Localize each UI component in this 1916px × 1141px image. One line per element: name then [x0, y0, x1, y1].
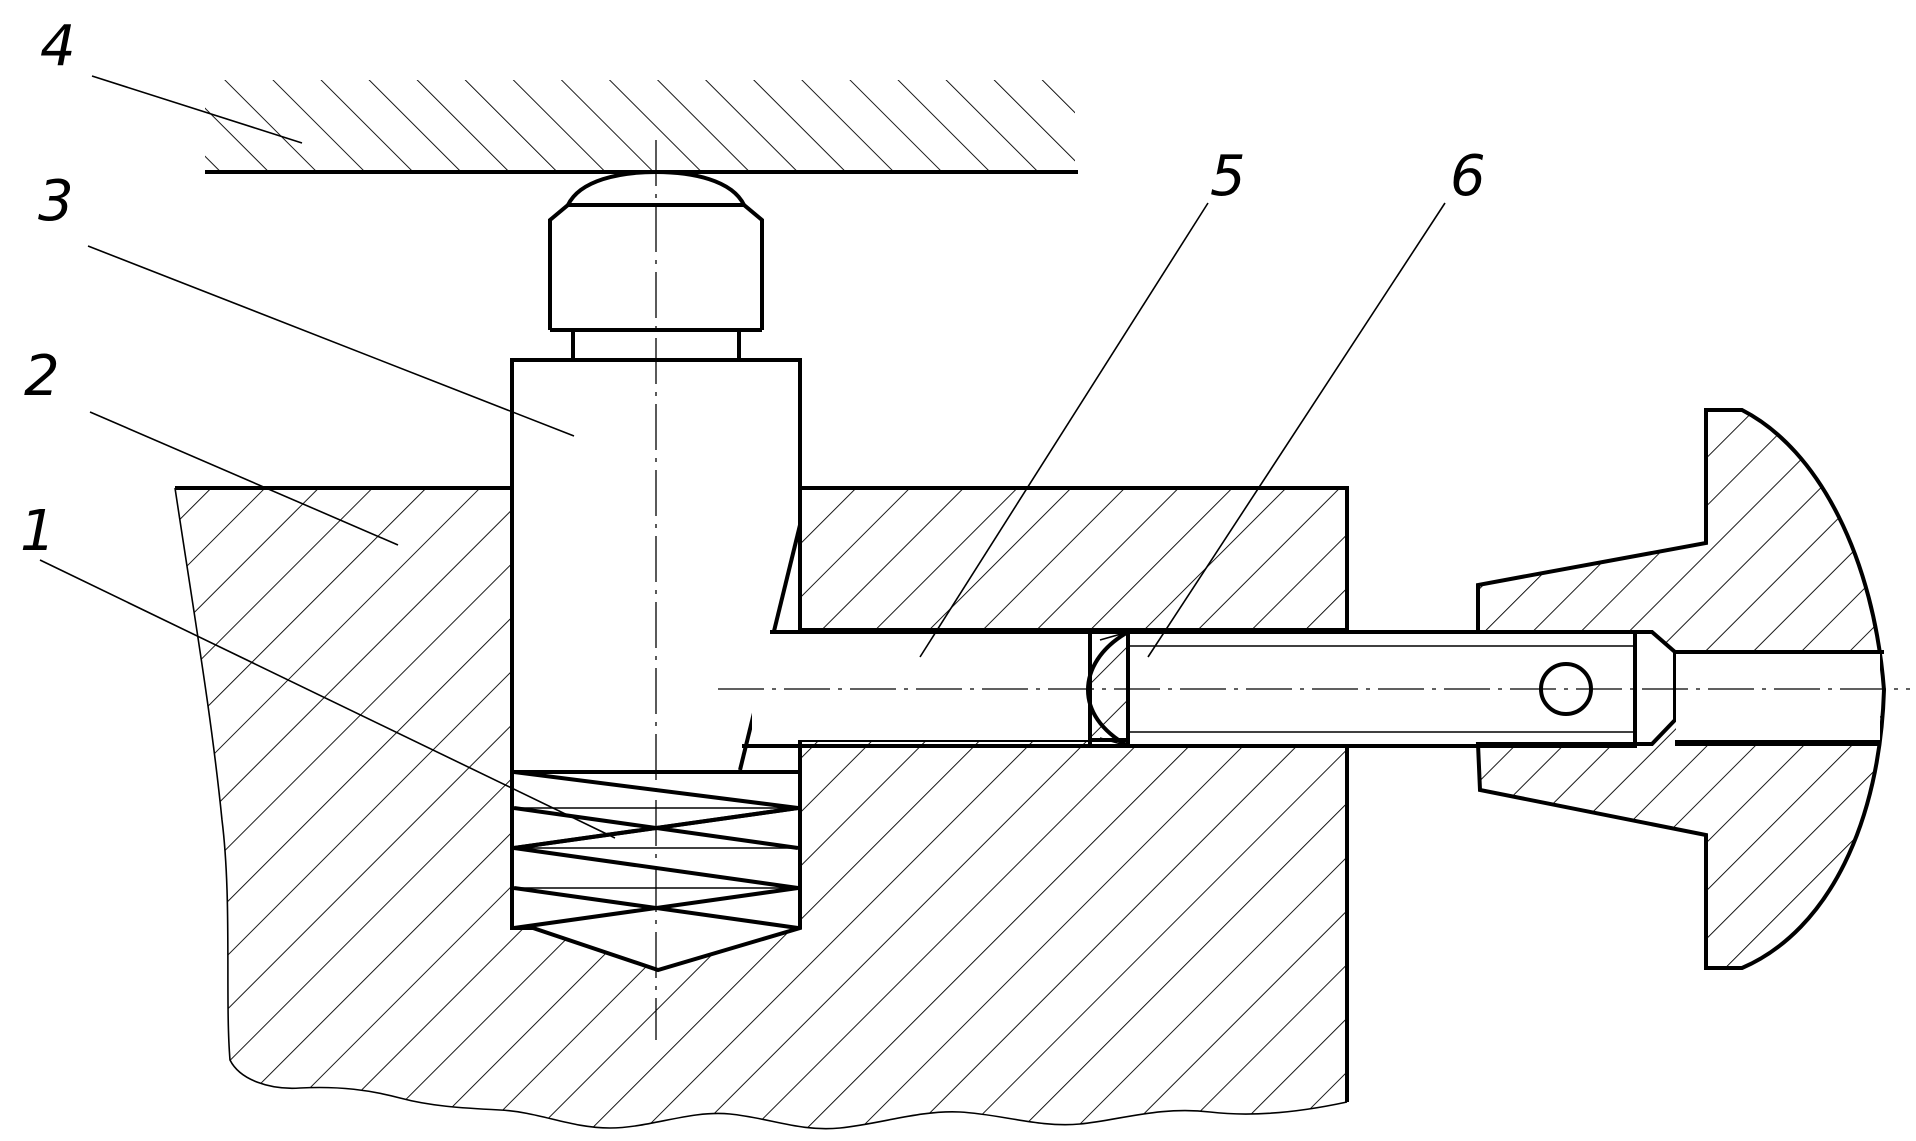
callout-labels: 4 3 2 1 5 6: [20, 14, 1486, 564]
callout-3: 3: [38, 169, 74, 234]
leader-1: [39, 559, 616, 839]
leader-2: [89, 411, 399, 546]
callout-1: 1: [20, 499, 56, 564]
center-lines: [655, 140, 1910, 1040]
leader-lines: [39, 75, 1446, 839]
callout-6: 6: [1450, 144, 1486, 209]
callout-5: 5: [1210, 144, 1246, 209]
leader-6: [1147, 202, 1446, 658]
leader-3: [87, 245, 575, 437]
callout-4: 4: [40, 14, 76, 79]
push-rod-part-5: [742, 630, 1136, 748]
leader-4: [91, 75, 303, 144]
fixed-surface-part-4: [205, 80, 1078, 174]
leader-5: [919, 202, 1209, 658]
callout-2: 2: [24, 344, 60, 409]
